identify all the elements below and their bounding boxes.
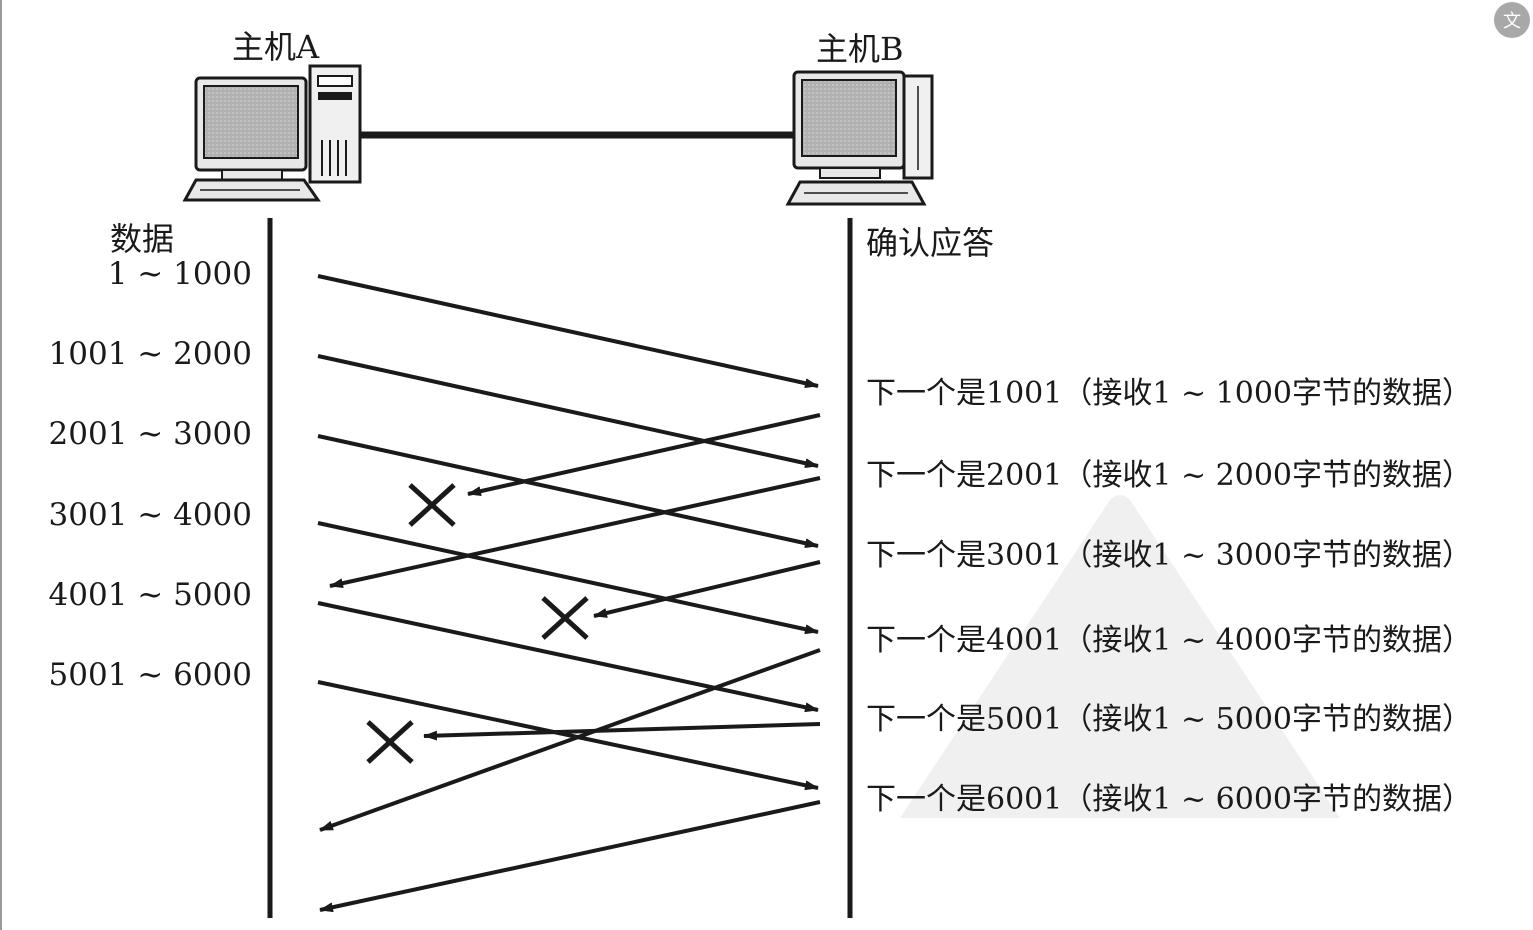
data-arrow — [318, 356, 818, 466]
ack-label: 下一个是2001（接收1 ~ 2000字节的数据） — [866, 450, 1472, 494]
ack-label: 下一个是6001（接收1 ~ 6000字节的数据） — [866, 774, 1472, 818]
translate-icon[interactable]: 文 — [1494, 2, 1530, 38]
host-b-label: 主机B — [816, 24, 904, 70]
data-arrow — [318, 276, 818, 386]
data-arrow — [318, 682, 818, 788]
ack-label: 下一个是3001（接收1 ~ 3000字节的数据） — [866, 530, 1472, 574]
ack-label: 下一个是4001（接收1 ~ 4000字节的数据） — [866, 615, 1472, 659]
ack-arrow — [320, 802, 820, 910]
data-heading: 数据 — [110, 214, 174, 260]
data-arrow — [318, 436, 818, 546]
data-segment-label: 1 ~ 1000 — [0, 256, 252, 292]
data-segment-label: 1001 ~ 2000 — [0, 336, 252, 372]
arrows-group — [318, 276, 820, 910]
data-segment-label: 3001 ~ 4000 — [0, 497, 252, 533]
ack-label: 下一个是5001（接收1 ~ 5000字节的数据） — [866, 694, 1472, 738]
lost-x-icon — [368, 722, 412, 762]
host-a-label: 主机A — [232, 22, 319, 68]
data-segment-label: 2001 ~ 3000 — [0, 416, 252, 452]
host-a-computer-icon — [185, 66, 360, 200]
lost-x-icon — [410, 485, 454, 525]
data-segment-label: 5001 ~ 6000 — [0, 657, 252, 693]
lost-x-icon — [543, 598, 587, 638]
ack-label: 下一个是1001（接收1 ~ 1000字节的数据） — [866, 368, 1472, 412]
ack-heading: 确认应答 — [866, 218, 994, 264]
host-b-computer-icon — [788, 72, 932, 204]
lost-ack-arrow — [424, 724, 820, 736]
data-segment-label: 4001 ~ 5000 — [0, 577, 252, 613]
